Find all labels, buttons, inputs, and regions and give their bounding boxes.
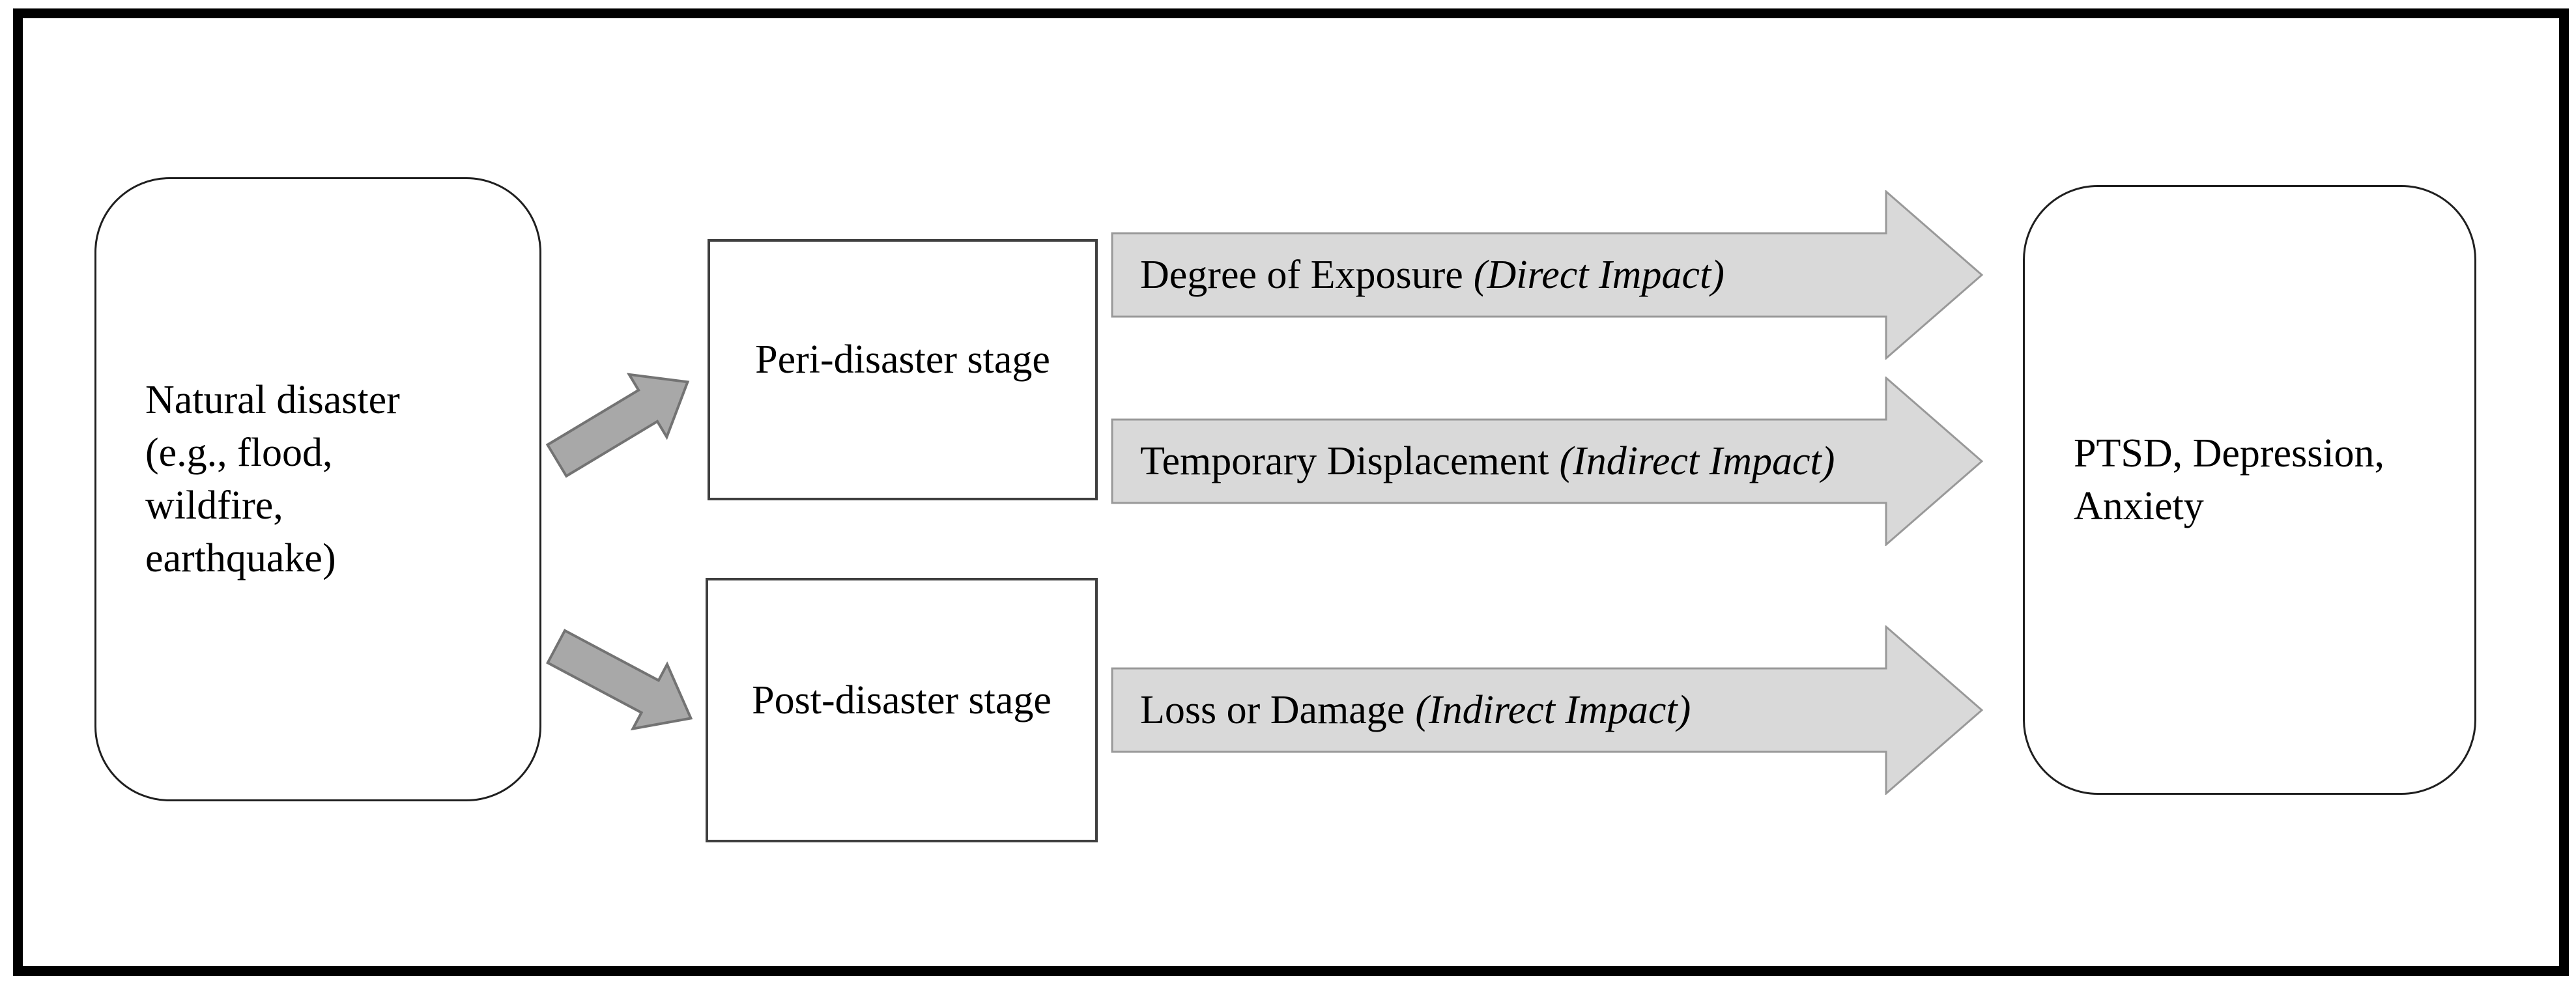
post-disaster-stage-label: Post-disaster stage — [752, 678, 1052, 722]
temporary-displacement-arrow-label: Temporary Displacement (Indirect Impact) — [1140, 419, 1896, 504]
connector-arrow-down-icon — [545, 629, 693, 731]
loss-or-damage-arrow-icon — [1111, 625, 1984, 795]
outer-border — [13, 8, 2569, 976]
natural-disaster-line: Natural disaster — [145, 378, 400, 422]
degree-of-exposure-arrow-icon — [1111, 190, 1984, 360]
arrow-label-qualifier: (Indirect Impact) — [1415, 687, 1691, 732]
arrow-label-text: Degree of Exposure — [1140, 252, 1463, 297]
arrow-label-text: Temporary Displacement — [1140, 438, 1549, 483]
peri-disaster-stage-box: Peri-disaster stage — [708, 239, 1098, 500]
outcomes-line: Anxiety — [2074, 484, 2204, 528]
degree-of-exposure-arrow-label: Degree of Exposure (Direct Impact) — [1140, 233, 1896, 317]
outcomes-node: PTSD, Depression, Anxiety — [2023, 185, 2476, 795]
connector-arrow-up-icon — [545, 373, 690, 478]
temporary-displacement-arrow-icon — [1111, 377, 1984, 546]
natural-disaster-line: (e.g., flood, — [145, 431, 333, 475]
post-disaster-stage-box: Post-disaster stage — [706, 578, 1098, 842]
natural-disaster-line: earthquake) — [145, 536, 336, 580]
peri-disaster-stage-label: Peri-disaster stage — [755, 337, 1050, 382]
loss-or-damage-arrow-label: Loss or Damage (Indirect Impact) — [1140, 668, 1896, 752]
natural-disaster-line: wildfire, — [145, 483, 283, 528]
arrow-label-text: Loss or Damage — [1140, 687, 1405, 732]
natural-disaster-node: Natural disaster (e.g., flood, wildfire,… — [94, 177, 541, 801]
arrow-label-qualifier: (Direct Impact) — [1473, 252, 1724, 297]
arrow-label-qualifier: (Indirect Impact) — [1559, 438, 1835, 483]
outcomes-line: PTSD, Depression, — [2074, 431, 2385, 476]
